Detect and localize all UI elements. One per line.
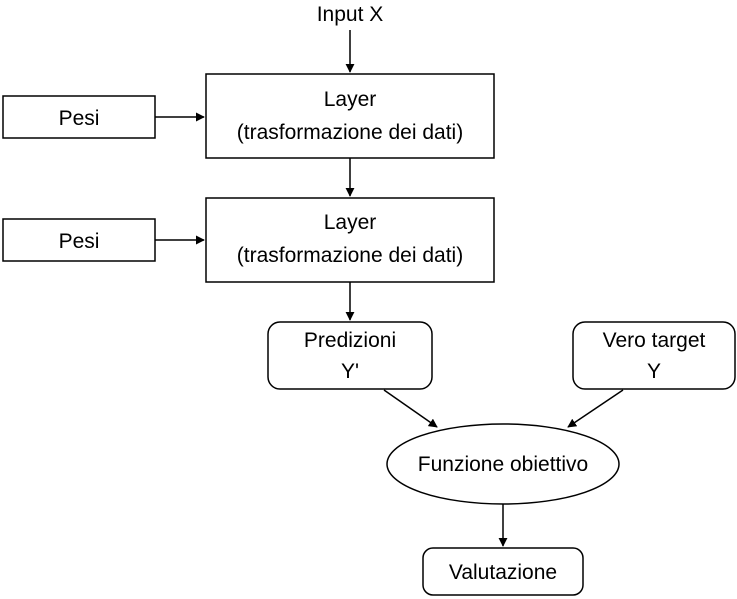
layer-2-title: Layer <box>324 211 377 234</box>
arrow-predictions-to-objective <box>383 389 438 428</box>
objective-function-node: Funzione obiettivo <box>386 423 620 505</box>
predictions-title: Predizioni <box>304 329 396 352</box>
layer-1-subtitle: (trasformazione dei dati) <box>237 121 463 144</box>
weights-2: Pesi <box>2 218 156 262</box>
true-target-node: Vero target Y <box>572 321 736 390</box>
arrow-true-target-to-objective <box>567 389 624 428</box>
weights-1: Pesi <box>2 95 156 139</box>
weights-2-label: Pesi <box>59 230 100 253</box>
layer-1-title: Layer <box>324 88 377 111</box>
evaluation-node: Valutazione <box>422 547 584 596</box>
predictions-node: Predizioni Y' <box>267 321 433 390</box>
evaluation-label: Valutazione <box>449 561 557 584</box>
layer-2-subtitle: (trasformazione dei dati) <box>237 244 463 267</box>
layer-1: Layer (trasformazione dei dati) <box>205 73 495 159</box>
layer-2: Layer (trasformazione dei dati) <box>205 197 495 283</box>
weights-1-label: Pesi <box>59 107 100 130</box>
true-target-symbol: Y <box>647 360 661 383</box>
predictions-symbol: Y' <box>341 360 359 383</box>
input-label: Input X <box>317 3 384 26</box>
objective-function-label: Funzione obiettivo <box>418 453 588 476</box>
true-target-title: Vero target <box>603 329 706 352</box>
